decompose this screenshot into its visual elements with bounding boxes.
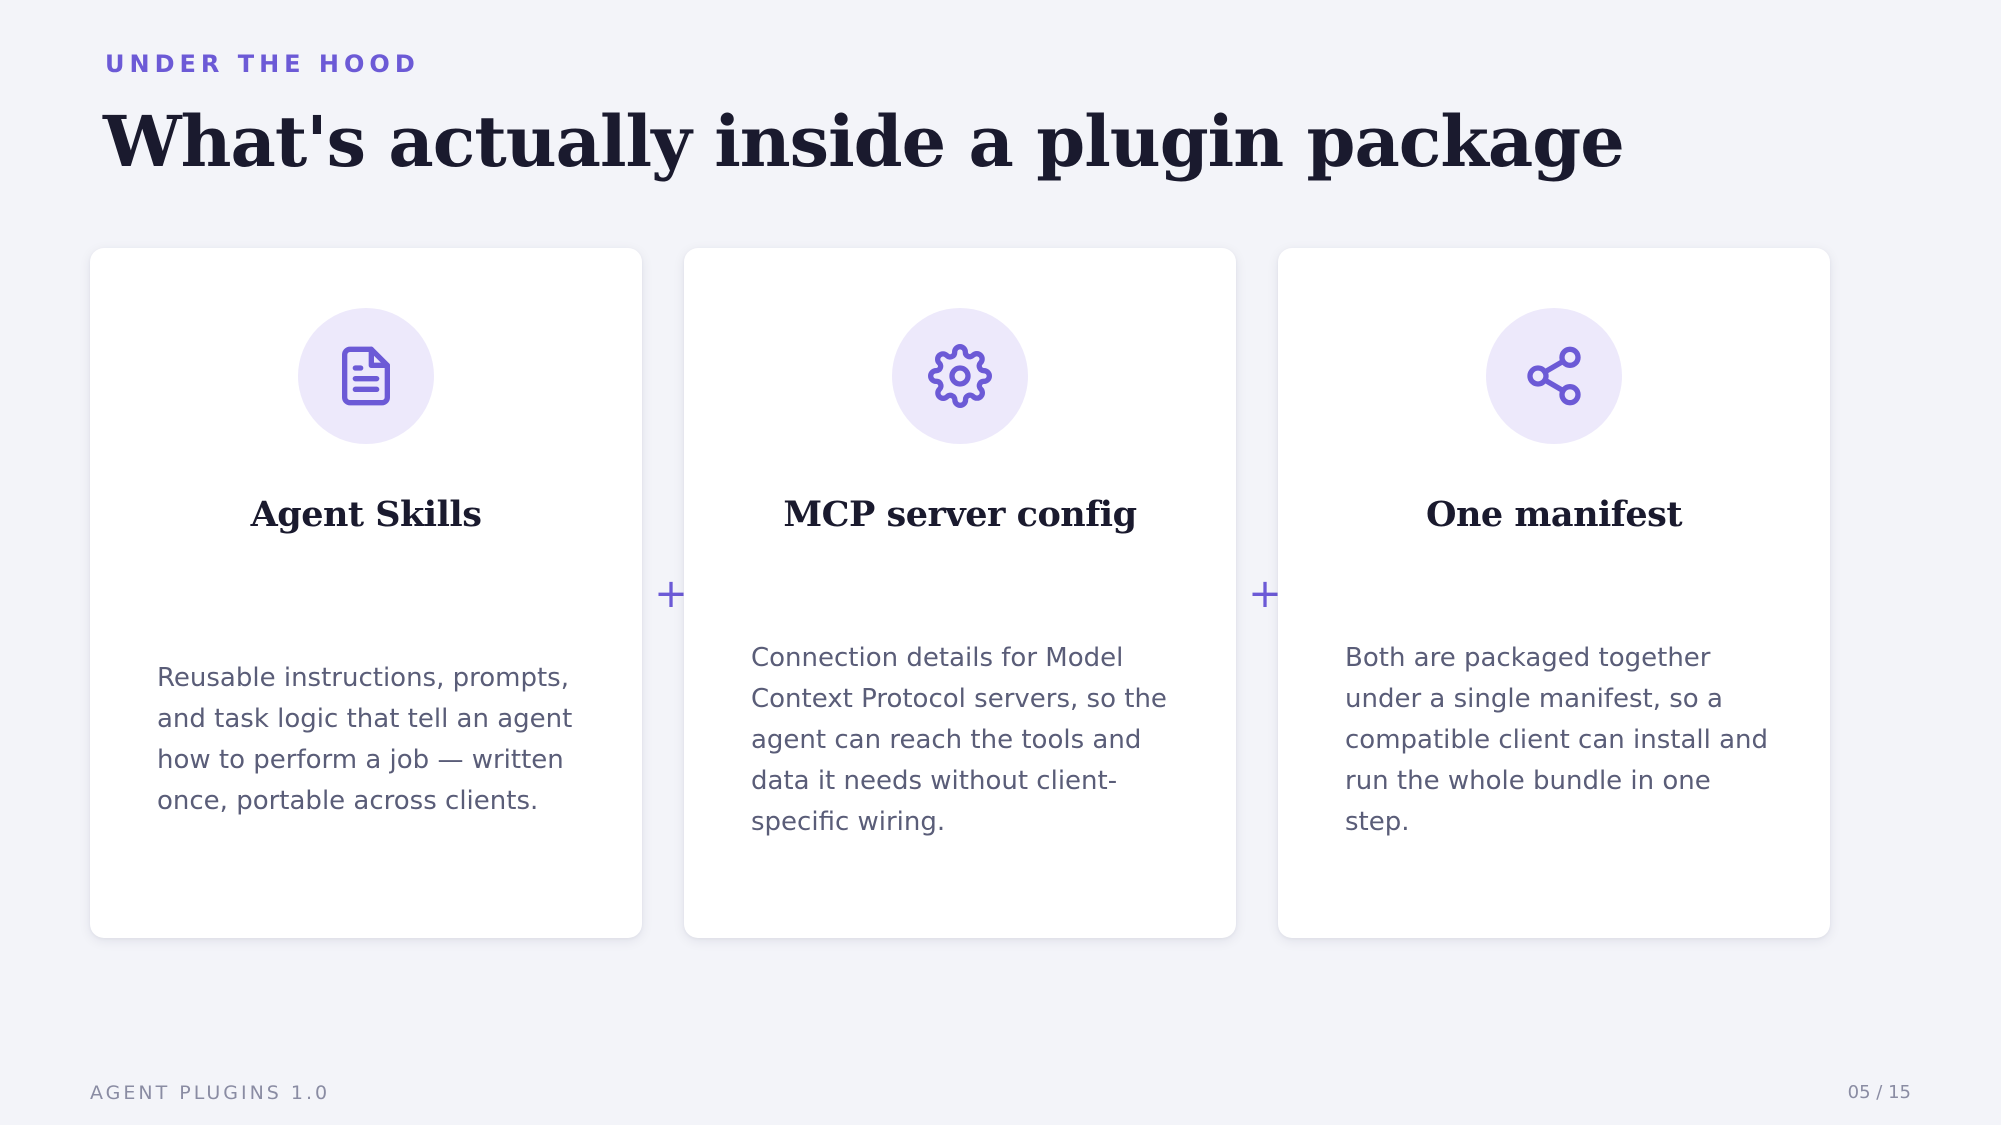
gear-icon [892, 308, 1028, 444]
plus-connector: + [1248, 571, 1282, 617]
eyebrow-label: UNDER THE HOOD [105, 50, 420, 78]
share-icon [1486, 308, 1622, 444]
card-title: Agent Skills [250, 494, 482, 535]
card-description: Reusable instructions, prompts, and task… [157, 663, 573, 816]
card-one-manifest: One manifest Both are packaged together … [1278, 248, 1830, 938]
plus-connector: + [654, 571, 688, 617]
card-title: One manifest [1425, 494, 1683, 535]
page-title: What's actually inside a plugin package [103, 100, 1625, 183]
card-description: Both are packaged together under a singl… [1345, 643, 1769, 837]
card-description: Connection details for Model Context Pro… [751, 643, 1167, 837]
card-title: MCP server config [783, 494, 1137, 535]
card-agent-skills: Agent Skills Reusable instructions, prom… [90, 248, 642, 938]
page-number: 05 / 15 [1847, 1082, 1911, 1103]
card-mcp-server-config: MCP server config Connection details for… [684, 248, 1236, 938]
document-icon [298, 308, 434, 444]
deck-name: AGENT PLUGINS 1.0 [90, 1082, 331, 1104]
